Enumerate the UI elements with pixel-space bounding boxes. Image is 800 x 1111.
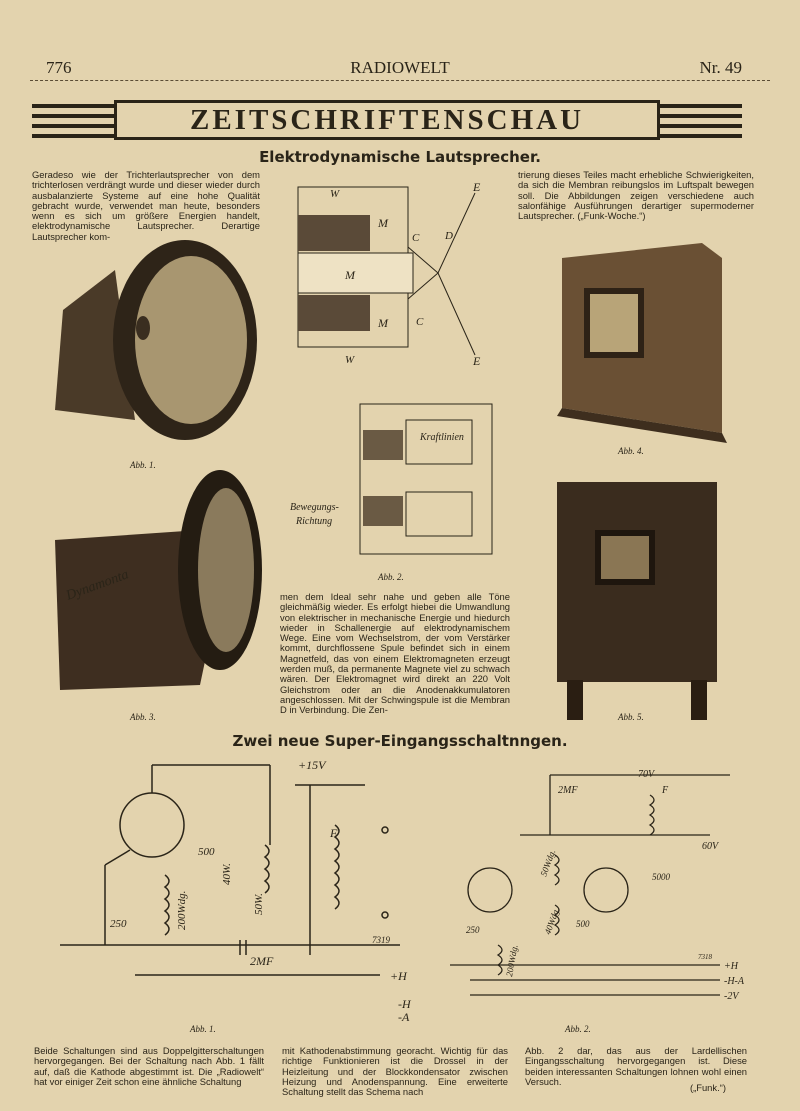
article2-text-col2: mit Kathodenabstimmung georacht. Wichtig… [282,1045,508,1098]
label-richtung: Richtung [295,516,332,527]
label-kraftlinien: Kraftlinien [419,432,464,443]
caption-abb3: Abb. 3. [130,712,156,722]
header-rule [30,80,770,81]
label-c: C [416,316,424,328]
article2-text-col1: Beide Schaltungen sind aus Doppelgitters… [34,1045,264,1087]
force-lines-diagram: Kraftlinien Bewegungs- Richtung [290,403,493,555]
speaker-cross-section-diagram: W W M M M C C D E E [297,180,481,368]
label-2mf: 2MF [558,785,578,796]
label-figure-number: 7319 [372,935,391,945]
label-40w: 40W. [221,863,233,885]
label-f: F [329,826,338,840]
label-250: 250 [466,925,480,935]
page-number: 776 [46,58,72,77]
article-text-col1: Geradeso wie der Trichterlautsprecher vo… [32,169,260,242]
label-50w: 50W. [253,893,265,915]
section-banner: ZEITSCHRIFTENSCHAU [32,98,742,142]
label-figure-number: 7318 [698,953,713,961]
section-title: ZEITSCHRIFTENSCHAU [114,100,660,140]
speaker-photo-abb1 [55,240,257,440]
label-minus-h-a: -H-A [724,976,745,987]
article2-source: („Funk.“) [690,1082,726,1093]
article-text-col3: trierung dieses Teiles macht erhebliche … [518,169,754,222]
caption-abb4: Abb. 4. [618,446,644,456]
magazine-title: RADIOWELT [350,58,450,77]
article-text-col2: men dem Ideal sehr nahe und geben alle T… [280,591,510,716]
article-title: Elektrodynamische Lautsprecher. [259,148,541,166]
label-plus-h: +H [390,969,408,983]
label-70v: 70V [638,769,656,780]
caption-abb1: Abb. 1. [130,460,156,470]
label-minus-h: -H [398,997,412,1011]
circuit-diagram-abb1: +15V F 500 40W. 50W. 250 200Wdg. 2MF 731… [60,758,412,1024]
label-200wdg: 200Wdg. [504,944,519,977]
label-60v: 60V [702,841,720,852]
label-minus-a: -A [398,1010,410,1024]
label-w: W [345,354,355,366]
label-c: C [412,232,420,244]
label-m: M [344,268,356,282]
label-e: E [472,354,481,368]
label-voltage: +15V [298,758,327,772]
label-50wdg: 50Wdg. [538,848,557,877]
label-minus-2v: -2V [724,991,740,1002]
label-250: 250 [110,918,127,930]
caption-abb5: Abb. 5. [618,712,644,722]
caption-circuit-abb1: Abb. 1. [190,1024,216,1034]
label-w: W [330,188,340,200]
speaker-photo-abb3: Dynamonta [55,470,262,690]
article2-title: Zwei neue Super-Eingangsschaltnngen. [232,732,568,750]
label-200wdg: 200Wdg. [176,891,188,930]
caption-abb2: Abb. 2. [378,572,404,582]
article2-text-col3: Abb. 2 dar, das aus der Lardellischen Ei… [525,1045,747,1087]
label-m: M [377,216,389,230]
label-5000: 5000 [652,872,671,882]
label-bewegungs: Bewegungs- [290,502,339,513]
label-e: E [472,180,481,194]
label-plus-h: +H [724,961,739,972]
label-2mf: 2MF [250,954,274,968]
caption-circuit-abb2: Abb. 2. [565,1024,591,1034]
cabinet-speaker-photo-abb5 [557,482,717,720]
label-f: F [661,785,669,796]
label-d: D [444,230,453,242]
label-500: 500 [198,846,215,858]
issue-number: Nr. 49 [699,58,743,77]
label-m: M [377,316,389,330]
circuit-diagram-abb2: 2MF 70V F 60V 5000 50Wdg. 40Wdg. 500 250… [450,769,745,1002]
label-500: 500 [576,919,590,929]
cabinet-speaker-photo-abb4 [557,243,727,443]
